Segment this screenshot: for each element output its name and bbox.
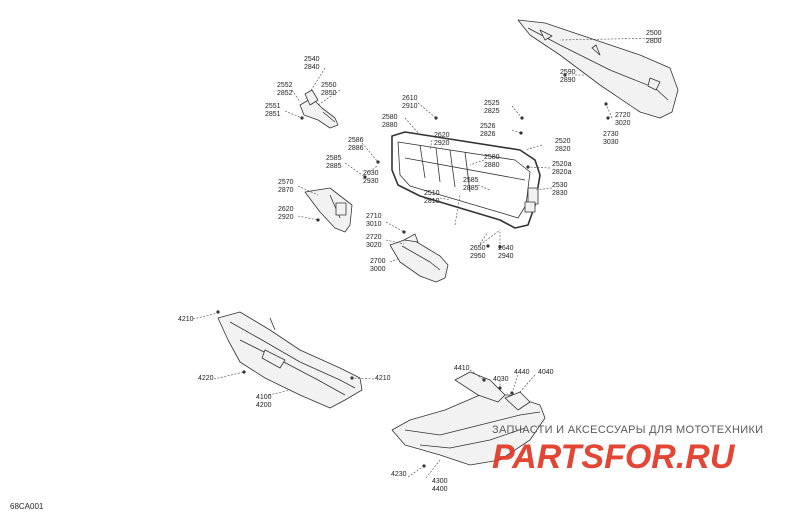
callout-2530: 2530 2830 [552,182,568,197]
callout-2580-b: 2580 2880 [484,154,500,169]
callout-2552: 2552 2852 [277,82,293,97]
callout-2650: 2650 2950 [470,245,486,260]
callout-4100: 4100 4200 [256,394,272,409]
callout-2500: 2500 2800 [646,30,662,45]
callout-2720-b: 2720 3020 [366,234,382,249]
callout-2540: 2540 2840 [304,56,320,71]
callout-2620-a: 2620 2920 [434,132,450,147]
callout-4030: 4030 [493,376,509,383]
watermark-logo: PARTSFOR.RU [492,438,736,472]
callout-2700: 2700 3000 [370,258,386,273]
callout-4210-b: 4210 [375,375,391,382]
callout-2640: 2640 2940 [498,245,514,260]
callout-2710: 2710 3010 [366,213,382,228]
callout-2526: 2526 2826 [480,123,496,138]
callout-2570: 2570 2870 [278,179,294,194]
callout-4410: 4410 [454,365,470,372]
skid-plate [391,371,546,466]
callout-2551: 2551 2851 [265,103,281,118]
callout-4220: 4220 [198,375,214,382]
watermark-logo-text: PARTSFOR.RU [492,438,736,472]
callout-4440: 4440 [514,369,530,376]
callout-2585-a: 2585 2885 [326,155,342,170]
door-panel-upper [517,19,679,119]
callout-2720-a: 2720 3020 [615,112,631,127]
callout-2620-b: 2620 2920 [278,206,294,221]
leader-lines [192,37,663,479]
callout-2520: 2520 2820 [555,138,571,153]
floor-panel-left [217,311,363,409]
callout-2630: 2630 2930 [363,170,379,185]
callout-4230: 4230 [391,471,407,478]
diagram-reference-code: 68CA001 [10,502,44,511]
callout-2586: 2586 2886 [348,137,364,152]
callout-2585-b: 2585 2885 [463,177,479,192]
callout-2730: 2730 3030 [603,131,619,146]
callout-4300: 4300 4400 [432,478,448,493]
callout-4210-a: 4210 [178,316,194,323]
door-frame [391,131,541,229]
callout-2520a: 2520a 2820a [552,161,572,176]
watermark-caption: ЗАПЧАСТИ И АКСЕССУАРЫ ДЛЯ МОТОТЕХНИКИ [492,424,764,436]
lower-door-bracket [389,233,449,283]
callout-2580-a: 2580 2880 [382,114,398,129]
callout-2550: 2550 2850 [321,82,337,97]
inner-panel-bracket [304,187,353,233]
callout-2510: 2510 2810 [424,190,440,205]
callout-2525: 2525 2825 [484,100,500,115]
callout-4040: 4040 [538,369,554,376]
door-handle [299,89,339,129]
callout-2610: 2610 2910 [402,95,418,110]
callout-2590: 2590 2890 [560,69,576,84]
